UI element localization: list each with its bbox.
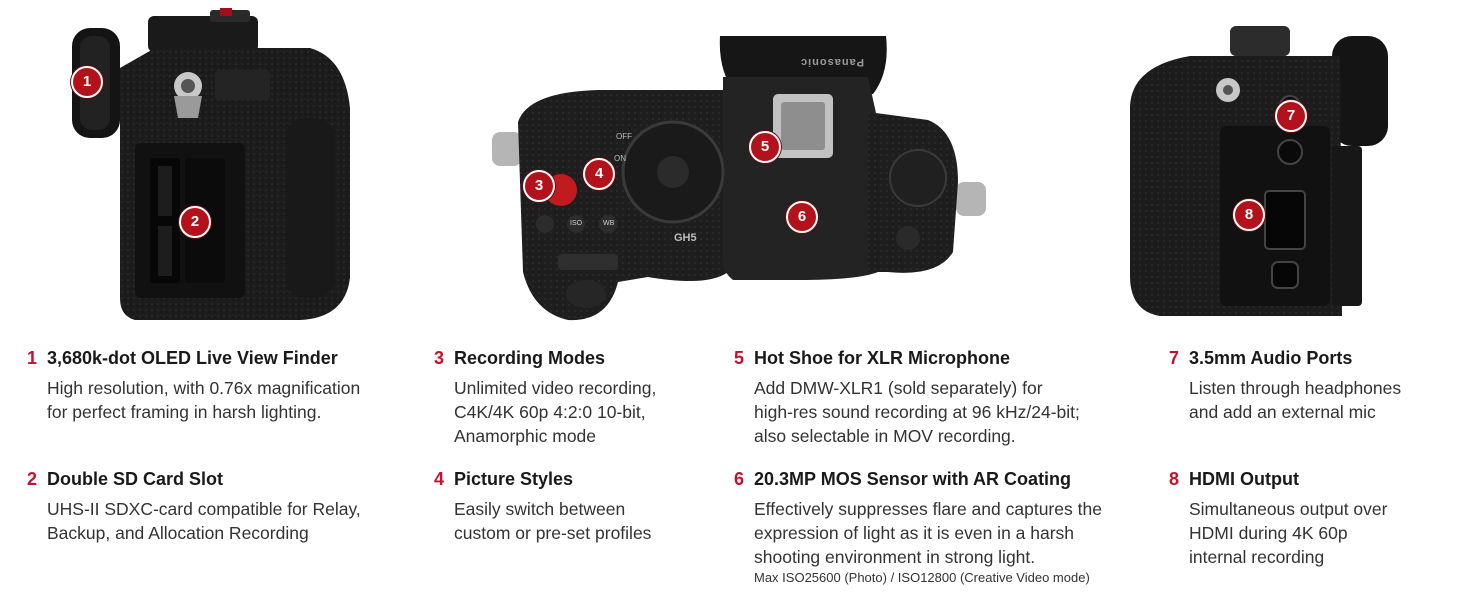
feature-title: 3.5mm Audio Ports [1189,348,1353,368]
feature-line: Add DMW-XLR1 (sold separately) for [754,378,1043,398]
feature-number: 7 [1169,348,1180,368]
feature-1: 1 3,680k-dot OLED Live View Finder High … [27,348,360,424]
feature-line: expression of light as it is even in a h… [754,523,1075,543]
feature-number: 6 [734,469,745,489]
marker-7: 7 [1275,100,1307,132]
feature-number: 4 [434,469,445,489]
feature-title: Double SD Card Slot [47,469,224,489]
feature-line: Simultaneous output over [1189,499,1388,519]
feature-line: Effectively suppresses flare and capture… [754,499,1102,519]
marker-4: 4 [583,158,615,190]
feature-line: HDMI during 4K 60p [1189,523,1348,543]
marker-3: 3 [523,170,555,202]
feature-title: Picture Styles [454,469,574,489]
feature-4: 4 Picture Styles Easily switch between c… [434,469,651,545]
feature-line: C4K/4K 60p 4:2:0 10-bit, [454,402,646,422]
feature-line: Anamorphic mode [454,426,597,446]
marker-1: 1 [71,66,103,98]
feature-line: and add an external mic [1189,402,1376,422]
feature-3: 3 Recording Modes Unlimited video record… [434,348,656,448]
feature-line: shooting environment in strong light. [754,547,1036,567]
feature-title: Recording Modes [454,348,606,368]
camera-side-right-image [1120,16,1400,326]
feature-line: Listen through headphones [1189,378,1402,398]
feature-5: 5 Hot Shoe for XLR Microphone Add DMW-XL… [734,348,1080,448]
feature-title: 20.3MP MOS Sensor with AR Coating [754,469,1072,489]
feature-line: custom or pre-set profiles [454,523,652,543]
feature-number: 2 [27,469,38,489]
marker-8: 8 [1233,199,1265,231]
feature-title: Hot Shoe for XLR Microphone [754,348,1010,368]
iso-button-label: ISO [570,220,583,227]
feature-8: 8 HDMI Output Simultaneous output over H… [1169,469,1387,569]
feature-line: Easily switch between [454,499,626,519]
feature-title: HDMI Output [1189,469,1299,489]
marker-2: 2 [179,206,211,238]
feature-line: High resolution, with 0.76x magnificatio… [47,378,361,398]
feature-line: also selectable in MOV recording. [754,426,1016,446]
brand-label: Panasonic [800,56,865,68]
feature-7: 7 3.5mm Audio Ports Listen through headp… [1169,348,1401,424]
dial-off-label: OFF [616,132,632,141]
feature-line: UHS-II SDXC-card compatible for Relay, [47,499,361,519]
feature-line: high-res sound recording at 96 kHz/24-bi… [754,402,1080,422]
feature-number: 3 [434,348,445,368]
dial-on-label: ON [614,154,626,163]
feature-note: Max ISO25600 (Photo) / ISO12800 (Creativ… [754,570,1090,585]
marker-6: 6 [786,201,818,233]
feature-line: internal recording [1189,547,1325,567]
feature-title: 3,680k-dot OLED Live View Finder [47,348,338,368]
camera-side-left-image [60,8,360,326]
feature-number: 1 [27,348,38,368]
feature-number: 8 [1169,469,1180,489]
feature-6: 6 20.3MP MOS Sensor with AR Coating Effe… [734,469,1102,587]
feature-line: for perfect framing in harsh lighting. [47,402,322,422]
feature-line: Backup, and Allocation Recording [47,523,309,543]
feature-2: 2 Double SD Card Slot UHS-II SDXC-card c… [27,469,361,545]
model-label: GH5 [674,232,697,244]
wb-button-label: WB [603,220,615,227]
feature-line: Unlimited video recording, [454,378,657,398]
marker-5: 5 [749,131,781,163]
camera-top-image: Panasonic GH5 OFF ON ISO WB [488,32,988,327]
feature-number: 5 [734,348,745,368]
